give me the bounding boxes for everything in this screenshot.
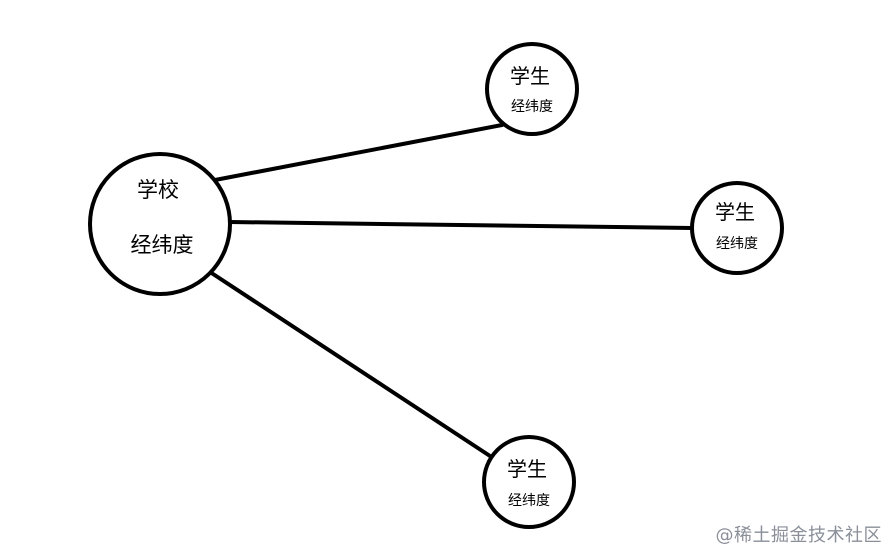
school-node-subtitle: 经纬度 (131, 233, 194, 257)
student-node-2: 学生 经纬度 (690, 181, 784, 275)
student-node-1-circle (485, 42, 579, 136)
student-node-1-subtitle: 经纬度 (511, 99, 553, 115)
student-node-1-title: 学生 (510, 64, 550, 88)
edge-school-student-3 (208, 270, 492, 458)
student-node-2-circle (690, 181, 784, 275)
school-node: 学校 经纬度 (88, 152, 232, 296)
student-node-2-title: 学生 (715, 200, 755, 224)
school-node-title: 学校 (137, 178, 179, 202)
student-node-1: 学生 经纬度 (485, 42, 579, 136)
student-node-3-circle (482, 435, 576, 529)
school-node-circle (88, 152, 232, 296)
edge-school-student-1 (213, 123, 504, 182)
watermark: @稀土掘金技术社区 (715, 525, 882, 546)
student-node-3-subtitle: 经纬度 (508, 493, 550, 509)
student-node-3: 学生 经纬度 (482, 435, 576, 529)
student-node-2-subtitle: 经纬度 (716, 236, 758, 252)
edge-school-student-2 (228, 220, 694, 230)
student-node-3-title: 学生 (507, 457, 547, 481)
